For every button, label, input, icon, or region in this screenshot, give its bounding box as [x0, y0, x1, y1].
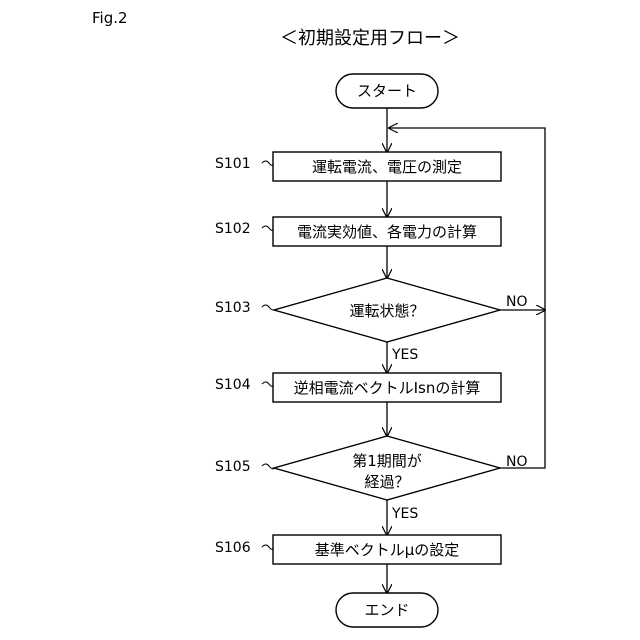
process-label: 運転電流、電圧の測定	[312, 158, 462, 176]
start-label: スタート	[357, 82, 417, 100]
process-s104: 逆相電流ベクトルIsnの計算	[273, 373, 501, 402]
s103-yes-label: YES	[391, 347, 418, 363]
process-label: 逆相電流ベクトルIsnの計算	[294, 379, 481, 397]
decision-s103: 運転状態？	[274, 278, 500, 342]
process-label: 基準ベクトルμの設定	[315, 541, 460, 559]
s103-no-label: NO	[506, 294, 528, 310]
step-id-s101: S101	[215, 156, 251, 172]
step-id-s102: S102	[215, 221, 251, 237]
end-label: エンド	[364, 601, 409, 619]
s105-yes-label: YES	[391, 506, 418, 522]
step-id-s106: S106	[215, 540, 251, 556]
process-s101: 運転電流、電圧の測定	[273, 152, 501, 181]
step-labels	[262, 161, 274, 549]
start-terminal: スタート	[336, 74, 438, 108]
step-id-s105: S105	[215, 459, 251, 475]
decision-s105: 第1期間が 経過？	[274, 436, 500, 500]
process-label: 電流実効値、各電力の計算	[297, 223, 477, 241]
end-terminal: エンド	[336, 593, 438, 627]
process-s102: 電流実効値、各電力の計算	[273, 217, 501, 246]
decision-label: 運転状態？	[349, 302, 424, 320]
decision-label-line-1: 第1期間が	[352, 452, 422, 470]
process-s106: 基準ベクトルμの設定	[273, 535, 501, 564]
decision-label-line-2: 経過？	[364, 473, 409, 491]
s105-no-label: NO	[506, 454, 528, 470]
step-id-s104: S104	[215, 377, 251, 393]
step-id-s103: S103	[215, 300, 251, 316]
